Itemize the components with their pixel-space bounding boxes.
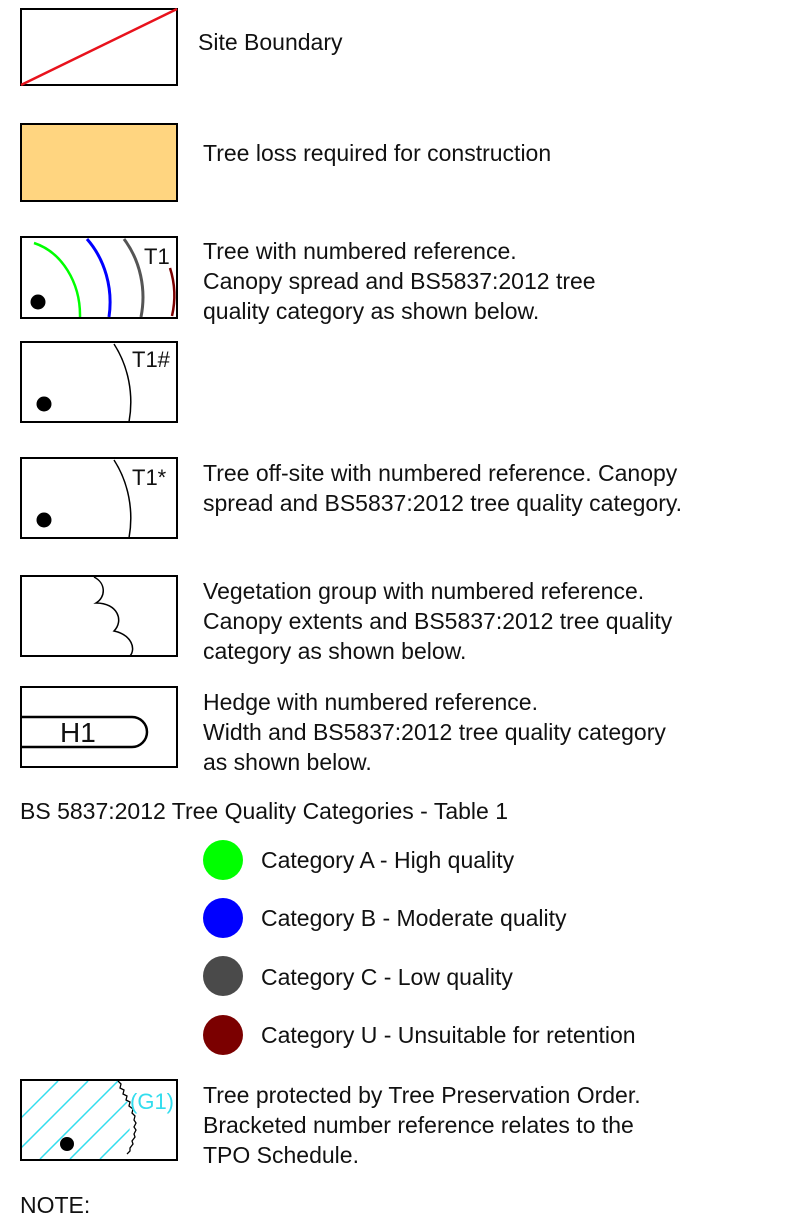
vegetation-group-symbol (20, 575, 178, 657)
cat-a-swatch (203, 840, 243, 880)
site-boundary-symbol (20, 8, 178, 87)
tree-hash-label: T1# (132, 347, 171, 372)
cat-u-swatch (203, 1015, 243, 1055)
cat-u-label: Category U - Unsuitable for retention (261, 1022, 636, 1048)
tree-ref-description: Tree with numbered reference. Canopy spr… (203, 238, 596, 324)
tree-hash-symbol: T1# (20, 341, 178, 423)
tree-ref-symbol: T1 (20, 236, 178, 319)
tree-offsite-symbol: T1* (20, 457, 178, 539)
tpo-label: (G1) (130, 1089, 174, 1114)
hedge-label: H1 (60, 717, 96, 748)
canopy-cat-b-arc (85, 238, 112, 318)
cat-c-label: Category C - Low quality (261, 964, 513, 990)
tree-offsite-label: T1* (132, 465, 167, 490)
cat-a-label: Category A - High quality (261, 847, 515, 873)
categories-heading: BS 5837:2012 Tree Quality Categories - T… (20, 798, 508, 824)
tree-stem-dot (36, 512, 52, 528)
canopy-cat-a-arc (33, 241, 82, 318)
cat-b-label: Category B - Moderate quality (261, 905, 567, 931)
cat-b-swatch (203, 898, 243, 938)
hedge-outline (21, 715, 149, 749)
tree-loss-symbol (20, 123, 178, 202)
tpo-canopy-edge (117, 1080, 137, 1155)
tree-offsite-description: Tree off-site with numbered reference. C… (203, 460, 683, 516)
tree-stem-dot (36, 396, 52, 412)
site-boundary-label: Site Boundary (198, 29, 343, 55)
note-label: NOTE: (20, 1192, 91, 1218)
hedge-symbol: H1 (20, 686, 178, 768)
hedge-description: Hedge with numbered reference. Width and… (203, 689, 666, 775)
boundary-diagonal (20, 8, 178, 87)
vegetation-description: Vegetation group with numbered reference… (203, 578, 673, 664)
cat-c-swatch (203, 956, 243, 996)
tree-stem-dot (60, 1137, 74, 1151)
canopy-cat-c-arc (122, 238, 145, 318)
canopy-cat-u-arc (168, 267, 176, 317)
tree-loss-label: Tree loss required for construction (203, 140, 552, 166)
tpo-symbol: (G1) (20, 1079, 178, 1161)
tpo-description: Tree protected by Tree Preservation Orde… (203, 1082, 641, 1168)
tree-stem-dot (30, 294, 46, 310)
tree-ref-label: T1 (144, 244, 170, 269)
